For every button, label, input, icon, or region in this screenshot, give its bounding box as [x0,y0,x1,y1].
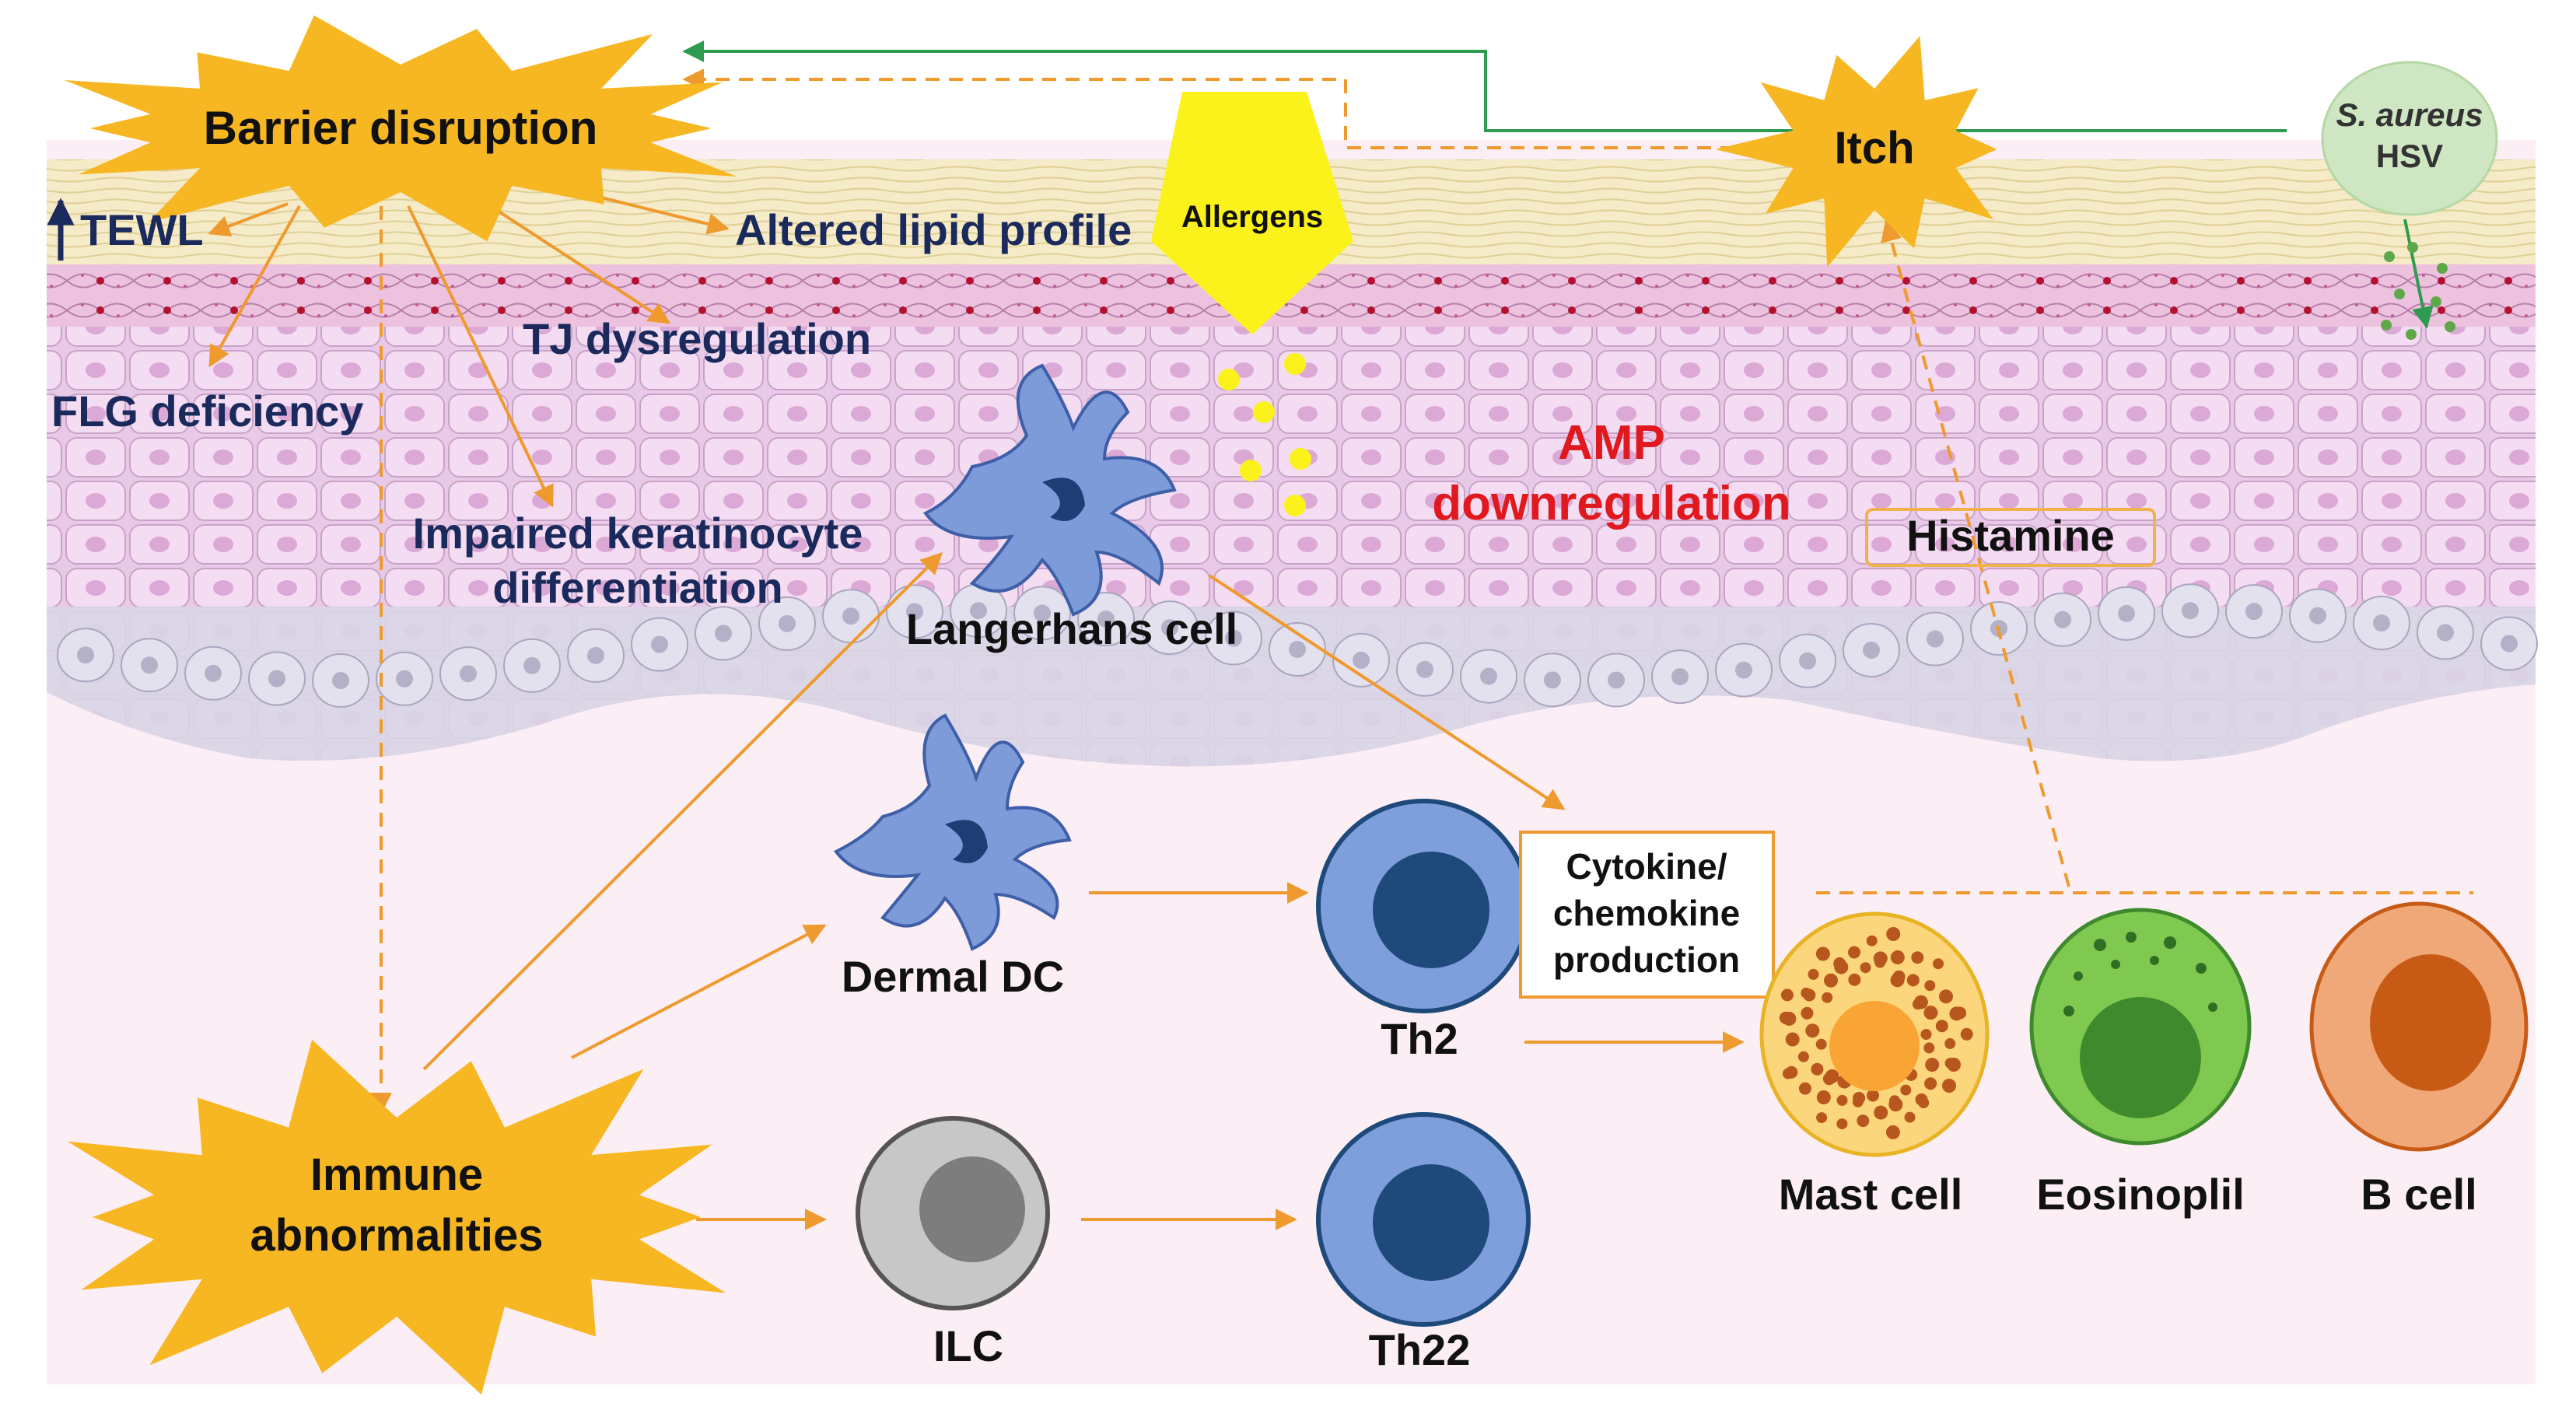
th2-cell-nucleus [1373,852,1489,968]
pathogen-label-2: HSV [2376,138,2443,174]
tj-dysregulation-label: TJ dysregulation [523,314,871,363]
basal-cells [57,583,2538,708]
histamine-label: Histamine [1906,511,2115,560]
cytokine-box [1519,831,1775,999]
eosinophil-granules [2063,932,2217,1016]
barrier-to-tj-arrow [481,199,671,324]
mast-cell-label: Mast cell [1779,1170,1963,1219]
allergens-shape [1151,92,1353,334]
langerhans-cell-label: Langerhans cell [906,604,1237,653]
cytokine-label-2: chemokine [1553,893,1740,933]
barrier-disruption-label: Barrier disruption [204,102,598,154]
allergens-label: Allergens [1181,200,1323,234]
pathogen-particles [2381,242,2455,340]
th22-label: Th22 [1369,1325,1471,1374]
allergen-particles [1218,353,1311,516]
amp-label-1: AMP [1558,416,1665,470]
immune-abnormalities-label-2: abnormalities [250,1210,543,1261]
dermal-dc-label: Dermal DC [842,952,1064,1001]
immune-to-langerhans-arrow [422,552,943,1071]
itch-burst [1715,36,1997,268]
itch-to-barrier-arrow [682,68,1804,149]
tewl-label: TEWL [80,205,204,254]
ilc-label: ILC [933,1321,1003,1370]
histamine-box [1865,508,2156,567]
eosinophil-label: Eosinoplil [2036,1170,2245,1219]
cytokine-label-3: production [1553,939,1740,980]
ilc-cell-nucleus [919,1156,1025,1262]
cytokine-label-1: Cytokine/ [1566,846,1727,887]
pathogen-invasion-arrow [2403,219,2434,329]
langerhans-to-cytokine-arrow [1208,574,1566,810]
immune-abnormalities-label-1: Immune [310,1149,483,1200]
pathogen-to-barrier-arrow [682,40,2287,132]
pathogen-ellipse [2321,61,2498,216]
barrier-to-impaired-arrow [407,205,554,508]
th22-cell-nucleus [1373,1164,1489,1281]
pathogen-label-1: S. aureus [2336,96,2483,133]
altered-lipid-label: Altered lipid profile [735,205,1132,254]
barrier-disruption-burst [64,15,737,242]
mast-cell-granules [1779,927,1973,1139]
dermal-dc-icon [833,713,1072,951]
barrier-to-flg-arrow [208,205,301,368]
immune-to-dermal-dc-arrow [571,924,827,1059]
impaired-keratinocyte-label-2: differentiation [492,563,782,612]
amp-label-2: downregulation [1432,477,1791,530]
barrier-to-tewl-arrow [208,202,289,237]
itch-label: Itch [1834,123,1914,173]
eosinophil-nucleus [2080,997,2201,1118]
immune-abnormalities-burst [67,1039,726,1395]
th2-label: Th2 [1381,1014,1458,1063]
mast-cell-nucleus [1829,1001,1920,1091]
flg-deficiency-label: FLG deficiency [51,387,363,436]
impaired-keratinocyte-label-1: Impaired keratinocyte [413,509,863,558]
b-cell-nucleus [2370,954,2491,1091]
langerhans-cell-icon [922,363,1177,617]
b-cell-label: B cell [2361,1170,2476,1219]
